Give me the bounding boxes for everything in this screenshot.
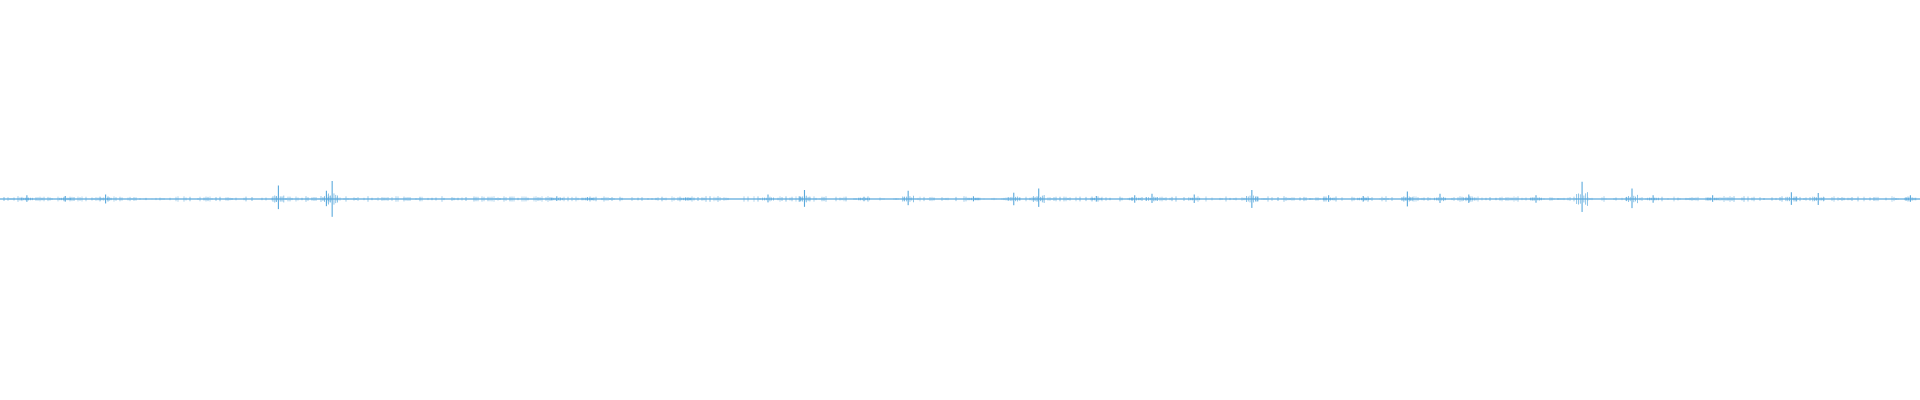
audio-waveform[interactable] [0,0,1920,400]
audio-waveform-screen [0,0,1920,400]
waveform-view[interactable] [0,0,1920,400]
